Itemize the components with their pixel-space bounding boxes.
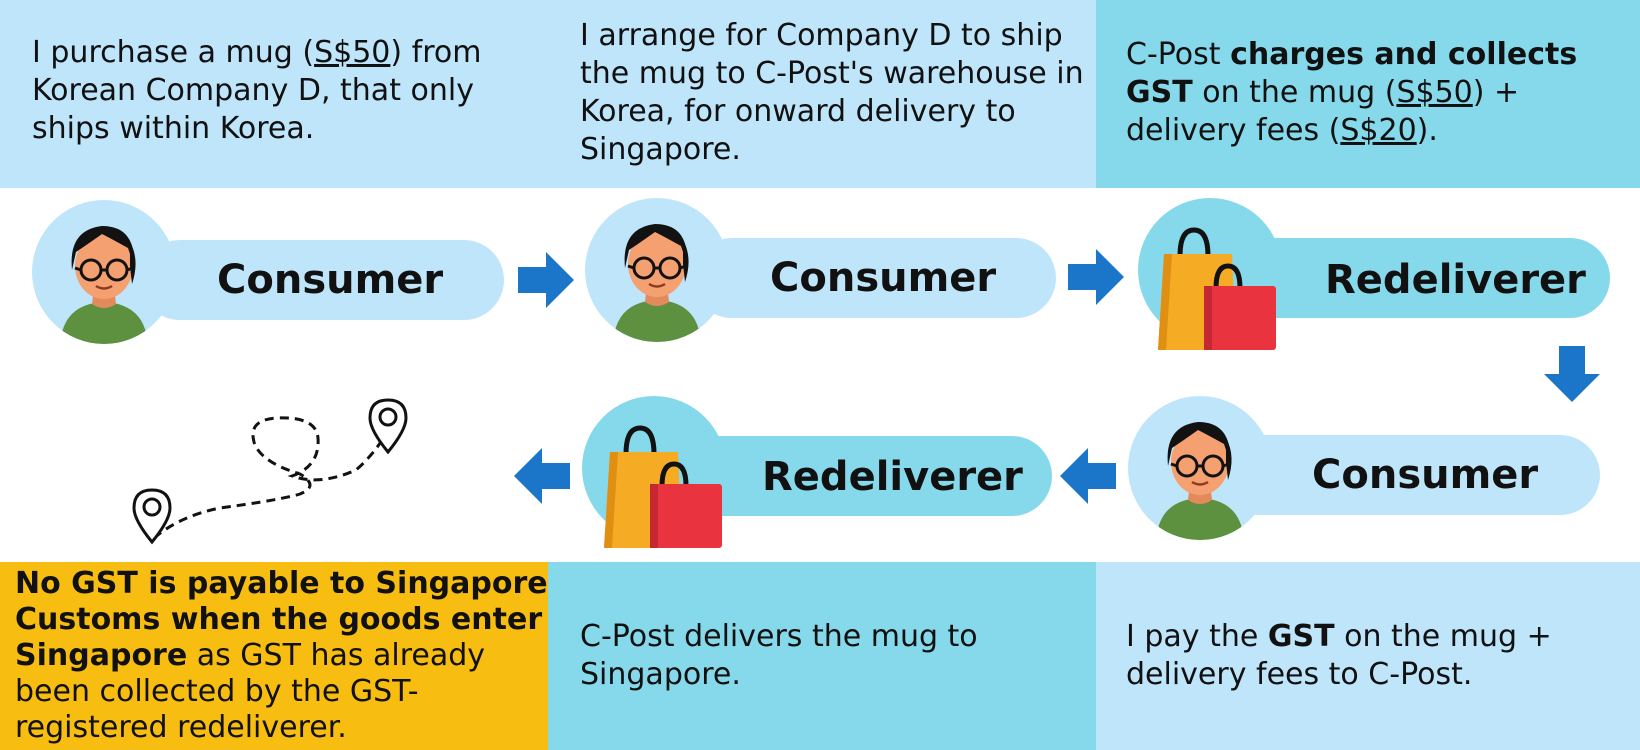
right-arrow-icon bbox=[1066, 247, 1126, 307]
right-arrow-icon bbox=[516, 250, 576, 310]
node-consumer-3-label: Consumer bbox=[1312, 452, 1539, 498]
step-3-description: C-Post charges and collects GST on the m… bbox=[1096, 0, 1640, 188]
customs-note: No GST is payable to Singapore Customs w… bbox=[0, 562, 548, 750]
person-icon bbox=[32, 200, 176, 344]
node-consumer-2-label: Consumer bbox=[770, 255, 997, 301]
node-consumer-1-avatar bbox=[32, 200, 176, 344]
shopping-bags-icon bbox=[592, 420, 722, 550]
dashed-route-icon bbox=[153, 416, 384, 540]
step-2-description: I arrange for Company D to ship the mug … bbox=[548, 0, 1096, 188]
step-5-description: C-Post delivers the mug to Singapore. bbox=[548, 562, 1096, 750]
node-consumer-1-label: Consumer bbox=[217, 257, 444, 303]
node-redeliverer-1-label: Redeliverer bbox=[1325, 257, 1586, 303]
node-consumer-1-pill bbox=[140, 240, 504, 320]
location-pin-icon bbox=[366, 396, 410, 456]
step-1-description: I purchase a mug (S$50) from Korean Comp… bbox=[0, 0, 548, 188]
person-icon bbox=[585, 198, 729, 342]
node-redeliverer-2-pill bbox=[664, 436, 1052, 516]
down-arrow-icon bbox=[1542, 344, 1602, 404]
location-pin-icon bbox=[130, 486, 174, 546]
node-redeliverer-2-label: Redeliverer bbox=[762, 454, 1023, 500]
left-arrow-icon bbox=[512, 446, 572, 506]
person-icon bbox=[1128, 396, 1272, 540]
step-4-description: I pay the GST on the mug + delivery fees… bbox=[1096, 562, 1640, 750]
left-arrow-icon bbox=[1058, 446, 1118, 506]
shopping-bags-icon bbox=[1146, 222, 1276, 352]
node-consumer-2-avatar bbox=[585, 198, 729, 342]
node-consumer-3-avatar bbox=[1128, 396, 1272, 540]
node-consumer-2-pill bbox=[692, 238, 1056, 318]
